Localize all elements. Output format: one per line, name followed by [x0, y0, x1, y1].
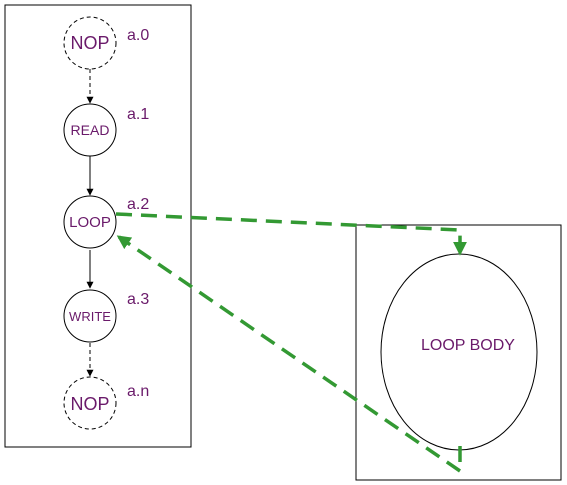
node-an-label: NOP	[70, 394, 109, 414]
node-an: NOP a.n	[63, 376, 149, 430]
loop-body-frame	[355, 224, 562, 481]
node-a0: NOP a.0	[63, 16, 149, 70]
node-a3: WRITE a.3	[63, 289, 149, 343]
loop-return-arrow	[116, 235, 462, 475]
node-an-id: a.n	[127, 383, 149, 400]
node-a3-id: a.3	[127, 291, 149, 308]
node-a1-circle	[63, 103, 117, 157]
node-a0-circle	[63, 16, 117, 70]
node-a2: LOOP a.2	[63, 195, 149, 249]
node-an-circle	[63, 376, 117, 430]
loop-enter-arrow	[115, 212, 467, 256]
node-a0-label: NOP	[70, 33, 109, 53]
node-a1-label: READ	[71, 122, 110, 138]
node-a2-id: a.2	[127, 196, 149, 213]
node-a1-id: a.1	[127, 106, 149, 123]
node-a2-label: LOOP	[69, 214, 111, 231]
node-a3-circle	[63, 289, 117, 343]
sequence-frame	[4, 4, 192, 448]
node-a0-id: a.0	[127, 27, 149, 44]
node-a1: READ a.1	[63, 103, 149, 157]
node-a2-circle	[63, 195, 117, 249]
node-a3-label: WRITE	[69, 309, 111, 324]
loop-body-label: LOOP BODY	[421, 337, 515, 354]
